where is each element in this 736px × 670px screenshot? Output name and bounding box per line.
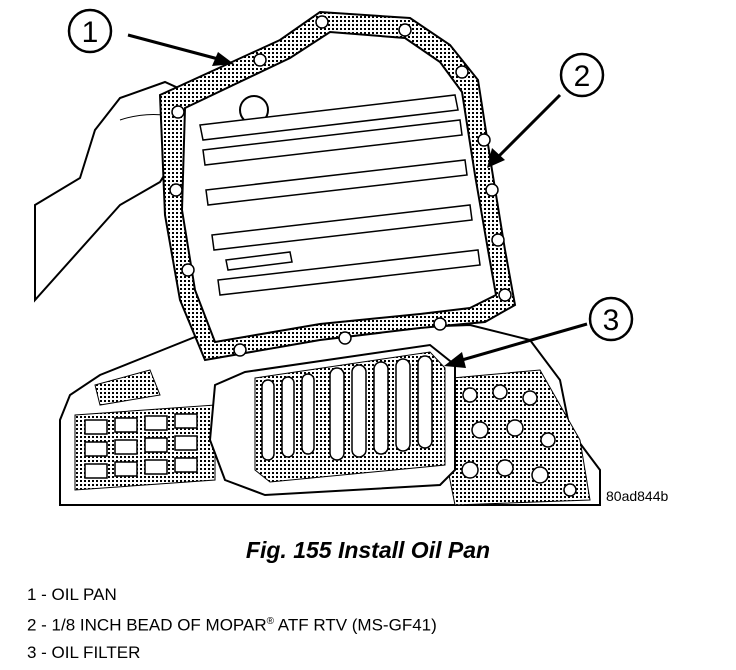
legend-item-rtv-bead-spec: ATF RTV (MS-GF41) (274, 615, 437, 635)
callout-3: 3 (444, 296, 634, 368)
legend-item-oil-pan: 1 - OIL PAN (27, 585, 117, 604)
legend-item-oil-filter: 3 - OIL FILTER (27, 642, 141, 662)
registered-mark: ® (266, 616, 274, 627)
legend-item-rtv-bead-text: 2 - 1/8 INCH BEAD OF MOPAR (27, 615, 267, 635)
oil-pan-installation-illustration: 1 2 3 (34, 8, 634, 506)
figure-caption: Fig. 155 Install Oil Pan (245, 537, 491, 563)
figure-legend: 1 - OIL PAN 2 - 1/8 INCH BEAD OF MOPAR® … (27, 581, 437, 666)
callout-3-label: 3 (603, 304, 620, 337)
oil-filter (208, 343, 456, 497)
figure-image-id: 80ad844b (606, 488, 669, 504)
callout-1-label: 1 (82, 16, 99, 49)
callout-2-label: 2 (574, 60, 591, 93)
oil-pan (158, 10, 517, 362)
callout-2: 2 (487, 52, 605, 168)
callout-1: 1 (67, 8, 234, 66)
legend-item-rtv-bead: 2 - 1/8 INCH BEAD OF MOPAR® ATF RTV (MS-… (27, 608, 437, 639)
